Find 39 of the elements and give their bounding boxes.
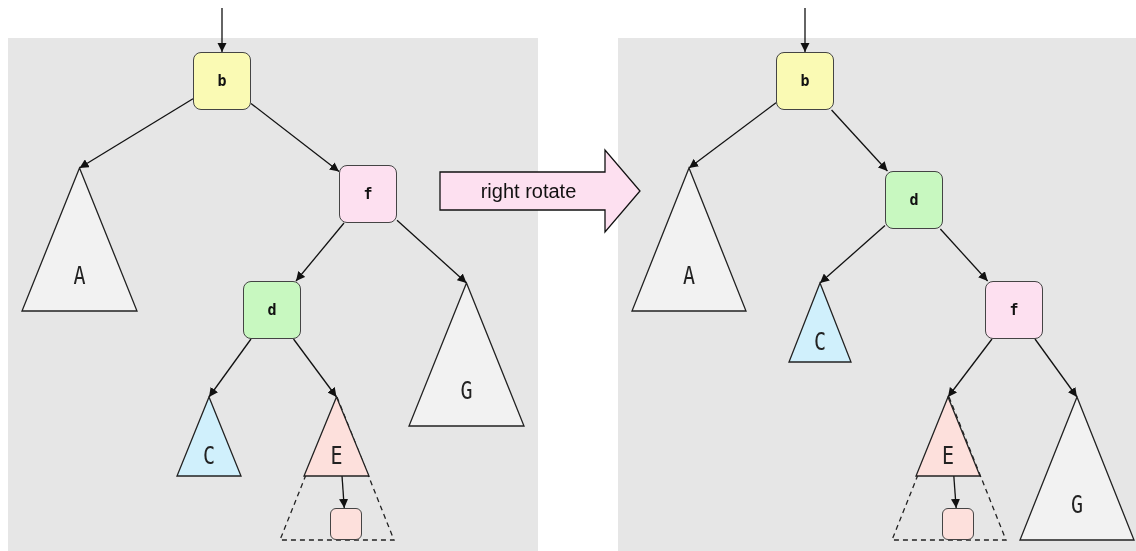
arrow <box>939 228 989 282</box>
tree-node-box <box>193 52 251 110</box>
node-label: b <box>217 72 227 90</box>
subtree-label: G <box>459 374 474 407</box>
tree-node-box <box>776 52 834 110</box>
arrow <box>396 219 468 284</box>
panel-background <box>618 38 1136 551</box>
empty-node-box <box>942 508 974 540</box>
subtree-label: C <box>202 440 216 473</box>
node-label: d <box>909 191 919 209</box>
arrow <box>819 224 886 284</box>
arrow <box>78 98 194 169</box>
arrow <box>1034 338 1078 398</box>
node-label: d <box>267 301 277 319</box>
subtree-label: A <box>72 259 87 292</box>
tree-node-box <box>243 281 301 339</box>
arrow <box>688 102 777 169</box>
node-label: f <box>1009 301 1019 319</box>
subtree-label: G <box>1069 488 1085 521</box>
arrow <box>800 7 810 53</box>
block-arrow <box>439 148 641 234</box>
arrow <box>295 222 345 282</box>
arrow <box>217 7 227 53</box>
arrow <box>830 109 889 172</box>
edge-label: right rotate <box>479 178 578 204</box>
subtree-label: C <box>812 326 828 359</box>
subtree-label: E <box>329 440 344 473</box>
node-label: f <box>363 185 373 203</box>
tree-node-box <box>885 171 943 229</box>
arrow <box>208 338 252 398</box>
arrow <box>947 338 993 398</box>
arrow <box>292 338 338 398</box>
arrow <box>250 102 340 173</box>
tree-node-box <box>339 165 397 223</box>
subtree-label: A <box>681 259 697 292</box>
tree-node-box <box>985 281 1043 339</box>
subtree-label: E <box>940 440 956 473</box>
node-label: b <box>800 72 810 90</box>
empty-node-box <box>330 508 362 540</box>
